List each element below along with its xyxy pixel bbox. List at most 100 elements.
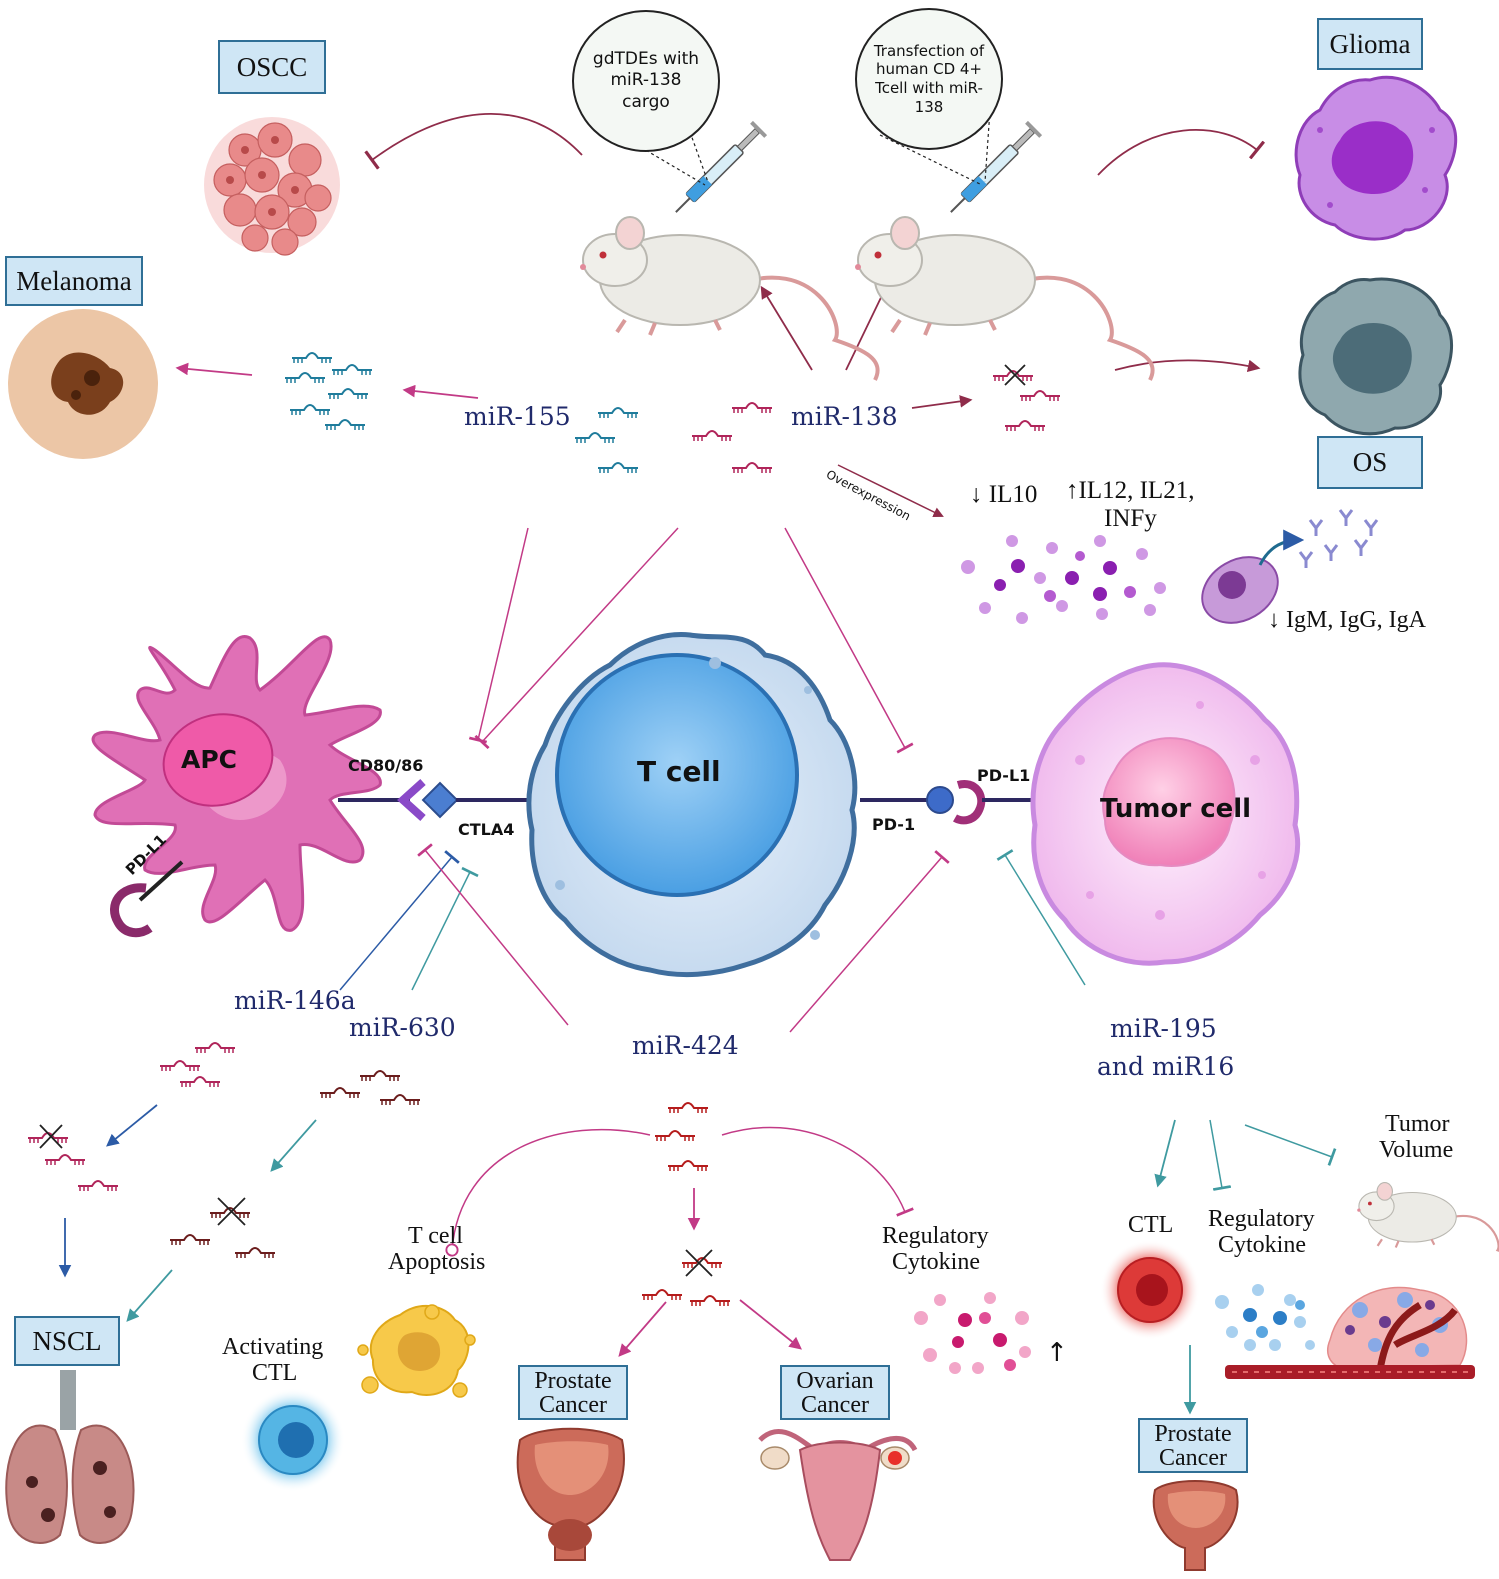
pdl1-tumor-label: PD-L1 [977,766,1031,785]
reg-cytokine-mid-line1: Regulatory [882,1223,989,1249]
mouse-tumor-volume-icon [1356,1181,1499,1274]
arrow-to-os [1114,359,1261,373]
syringe-left-icon [675,120,768,213]
nscl-label: NSCL [14,1316,120,1366]
regulatory-cytokine-right-icon [1215,1284,1315,1351]
tcell-label: T cell [637,755,721,788]
tumor-cell [1030,662,1301,966]
glioma-label: Glioma [1317,18,1423,70]
prostate-cancer-right-label: Prostate Cancer [1138,1418,1248,1473]
arrow-mir155 [402,384,479,399]
melanoma-label: Melanoma [5,256,143,306]
ctl-right-nucleus [1136,1274,1168,1306]
activating-ctl-nucleus [278,1422,314,1458]
mirna-424-hairpins [641,1102,731,1307]
arrow-mir138-to-mouse-left [760,285,813,371]
glioma-cell-icon [1294,75,1458,241]
arrow-mir630-knockdown [270,1119,317,1172]
os-label: OS [1317,436,1423,489]
apoptotic-cell-icon [357,1304,476,1398]
mir146a-label: miR-146a [234,986,356,1015]
cd80-receptor [397,779,426,821]
activating-ctl-line1: Activating [222,1334,324,1360]
mir195-label-line2: and miR16 [1097,1052,1235,1081]
tumor-pdl1-receptor [953,780,986,825]
inhibit-reg-cytokine-right [1209,1119,1232,1191]
t-cell [526,632,858,978]
tumor-volume-line2: Volume [1379,1137,1454,1163]
mirna-138-hairpins [691,364,1061,474]
tcell-apoptosis-line1: T cell [408,1223,463,1249]
mouse-left-icon [578,215,880,382]
apc-pdl1-stalk [138,860,184,902]
activating-ctl-line2: CTL [252,1360,298,1386]
reg-cytokine-right-line1: Regulatory [1208,1206,1315,1232]
oscc-cell-cluster-icon [204,117,340,256]
mouse-right-icon [853,215,1155,382]
ovarian-cancer-label: Ovarian Cancer [780,1365,890,1420]
transfection-bubble: Transfection of human CD 4+ Tcell with m… [855,8,1003,150]
arrow-mir146a-knockdown [106,1104,158,1147]
mirna-155-hairpins [284,352,639,474]
inhibit-regulatory-cytokine [721,1126,914,1217]
inhibit-glioma [1097,129,1266,176]
ctl-right-label: CTL [1128,1212,1174,1238]
melanoma-skin-icon [8,309,158,459]
lungs-icon [5,1370,135,1544]
arrow-to-ovarian [739,1299,802,1350]
arrow-to-ctl [1154,1119,1176,1188]
arrow-to-nscl-teal [126,1269,173,1322]
prostate-left-icon [516,1427,625,1561]
mir424-label: miR-424 [632,1031,739,1060]
callout-lines-left [614,131,709,186]
arrow-to-prostate [618,1301,667,1357]
reg-cytokine-right-line2: Cytokine [1218,1232,1306,1258]
inhibit-ctla4-mir155 [468,527,529,744]
cytokine-dots-icon [961,535,1166,624]
tcell-apoptosis-line2: Apoptosis [388,1249,486,1275]
cd80-86-label: CD80/86 [348,756,424,775]
gdtdes-bubble: gdTDEs with miR-138 cargo [572,10,720,152]
uterus-icon [758,1428,918,1561]
il10-label: ↓ IL10 [970,481,1038,508]
inhibit-tumor-volume [1244,1124,1337,1166]
inhibit-ctla4-mir138 [474,527,679,750]
inhibit-oscc [364,113,583,170]
antibodies-label: ↓ IgM, IgG, IgA [1268,607,1426,633]
mir155-label: miR-155 [464,402,571,431]
mir630-label: miR-630 [349,1013,456,1042]
inhibit-mir424-pd1 [789,850,950,1033]
os-cell-icon [1298,277,1454,436]
mir138-label: miR-138 [791,402,898,431]
up-arrow-label: ↑ [1046,1338,1068,1368]
inhibit-pd1-mir138 [784,527,914,754]
inhibit-mir195-pdl1 [996,849,1086,986]
syringe-right-icon [950,120,1043,213]
plasma-cell-antibodies-icon [1201,509,1379,624]
apc-cell [91,635,382,932]
mir195-label-line1: miR-195 [1110,1014,1217,1043]
arrow-tcell-apoptosis [445,1128,651,1257]
il12-label-line1: ↑IL12, IL21, [1066,477,1195,504]
il12-label-line2: INFy [1104,505,1157,532]
arrow-mir138-knockdown [911,395,973,409]
inhibit-mir424-ctla4 [417,843,569,1026]
inhibit-mir630 [411,866,479,991]
tumor-cell-label: Tumor cell [1100,794,1252,824]
tumor-vasculature-icon [1225,1286,1475,1379]
reg-cytokine-mid-line2: Cytokine [892,1249,980,1275]
ctla4-label: CTLA4 [458,820,515,839]
inhibit-mir146a [339,850,460,991]
regulatory-cytokine-mid-icon [914,1292,1031,1374]
prostate-right-icon [1152,1480,1239,1571]
pd1-label: PD-1 [872,815,916,834]
pd1-receptor [926,786,954,814]
oscc-label: OSCC [218,40,326,94]
mirna-146a-hairpins [27,1042,236,1192]
apc-label: APC [181,745,238,774]
tumor-volume-line1: Tumor [1385,1111,1450,1137]
prostate-cancer-left-label: Prostate Cancer [518,1365,628,1420]
mirna-630-hairpins [169,1070,421,1259]
